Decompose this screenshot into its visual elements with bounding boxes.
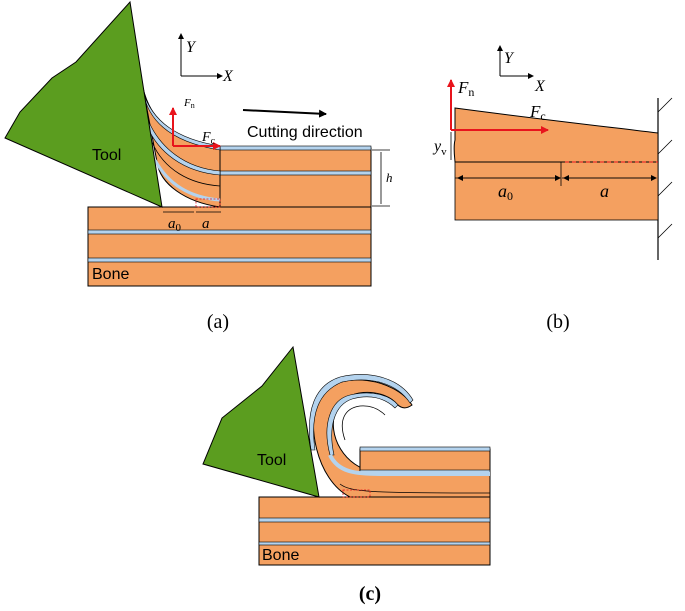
cutting-direction-arrow (242, 109, 327, 118)
bone-label-a: Bone (92, 266, 129, 283)
chip-a (140, 83, 221, 208)
axis-x-label-b: X (534, 78, 546, 95)
tool-c (202, 345, 320, 498)
force-normal-label-b: Fn (457, 78, 474, 99)
a-label-a: a (202, 216, 210, 232)
cantilever-b (453, 107, 659, 163)
caption-a: (a) (207, 311, 229, 333)
tool-label-a: Tool (92, 147, 121, 164)
depth-label-a: h (386, 170, 393, 185)
a-label-b: a (600, 181, 609, 201)
caption-c: (c) (359, 583, 381, 605)
axes-b (497, 45, 534, 79)
uncut-layers-a (219, 145, 372, 208)
force-arrows-a (169, 107, 221, 150)
depth-dimension-a (372, 149, 390, 207)
axis-y-label-a: Y (186, 39, 197, 56)
bone-block-c (258, 496, 491, 566)
tool-label-c: Tool (257, 452, 286, 469)
deflection-label-b: yv (432, 138, 447, 158)
a0-label-a: a0 (168, 216, 182, 234)
panel-a: Tool Bone Y X Fn Fc Cutting direction h (4, 0, 393, 333)
cutting-direction-label: Cutting direction (247, 124, 363, 141)
force-normal-label-a: Fn (183, 97, 195, 110)
fixed-wall-b (657, 97, 673, 260)
panel-b: Y X Fn Fc yv a0 a (b) (432, 45, 673, 333)
a0-label-b: a0 (498, 181, 513, 203)
axis-y-label-b: Y (504, 50, 515, 67)
crack-zone-c (342, 489, 371, 498)
chip-c (309, 374, 491, 498)
crack-length-dimension-b (455, 162, 657, 186)
crack-zone-a (195, 198, 221, 208)
substrate-b (454, 161, 659, 221)
force-cut-label-a: Fc (201, 130, 216, 147)
bone-label-c: Bone (262, 547, 299, 564)
bone-block-a (87, 206, 372, 287)
axis-x-label-a: X (222, 68, 234, 85)
axes-a (178, 33, 223, 79)
panel-c: Tool Bone (c) (202, 345, 491, 605)
caption-b: (b) (546, 311, 569, 333)
tool-a (4, 0, 163, 208)
force-arrows-b (447, 79, 549, 134)
force-cut-label-b: Fc (529, 102, 546, 123)
